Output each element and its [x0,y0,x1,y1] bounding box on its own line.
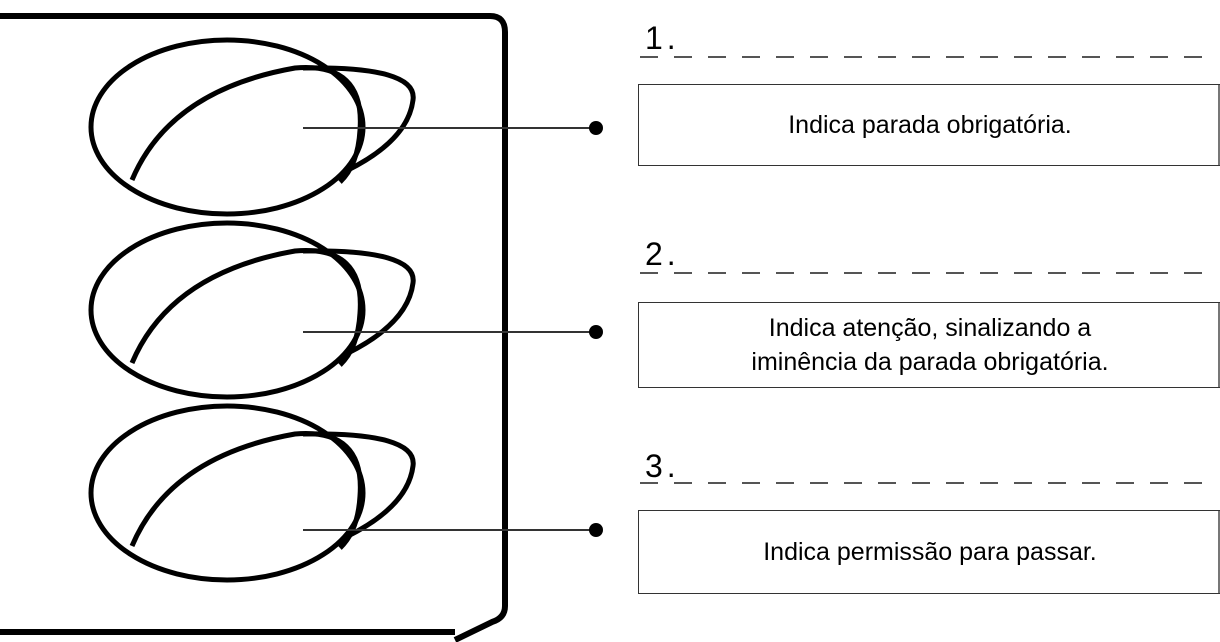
description-text-2b: iminência da parada obrigatória. [751,348,1109,376]
traffic-light-lamp-2 [88,220,416,400]
traffic-light-housing [0,13,508,642]
description-text-3: Indica permissão para passar. [763,538,1097,566]
description-text-2a: Indica atenção, sinalizando a [768,314,1092,342]
description-box-3: Indica permissão para passar. [638,510,1220,594]
traffic-light-lamp-3 [88,403,416,583]
item-number-3: 3. [645,448,680,484]
item-number-1: 1. [645,20,680,56]
leader-dot-2 [589,325,603,339]
item-number-2: 2. [645,236,680,272]
leader-dot-1 [589,121,603,135]
description-box-1: Indica parada obrigatória. [638,84,1220,166]
description-box-2: Indica atenção, sinalizando a iminência … [638,302,1220,388]
description-text-1: Indica parada obrigatória. [788,111,1072,139]
leader-dot-3 [589,523,603,537]
